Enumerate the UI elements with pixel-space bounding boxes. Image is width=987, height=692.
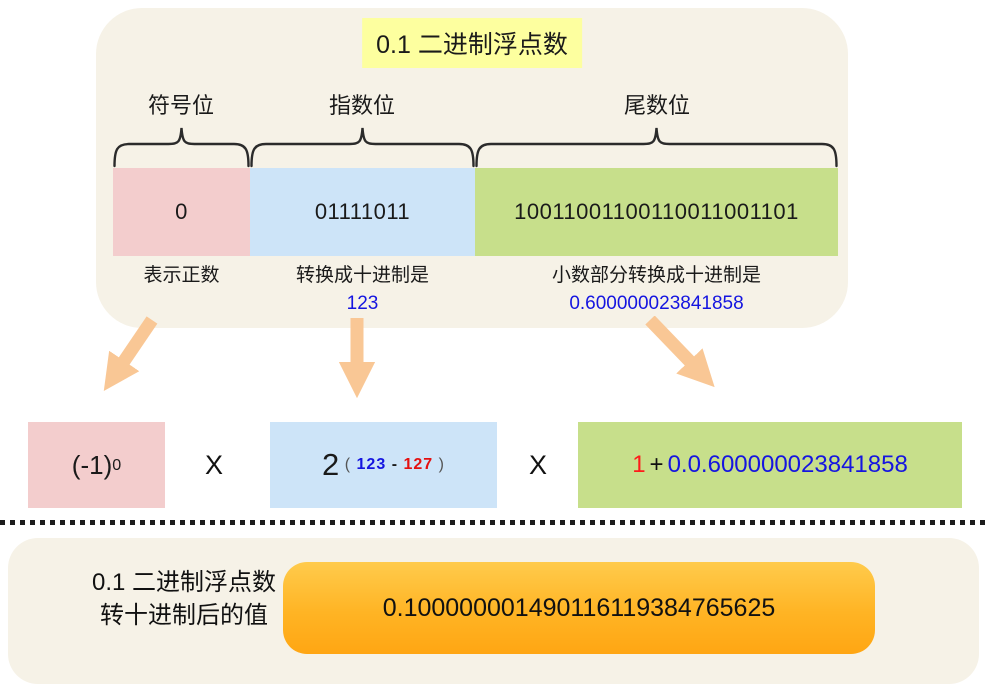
formula-mantissa-term: 1+0.0.600000023841858 — [578, 422, 962, 508]
result-value-box: 0.100000001490116119384765625 — [283, 562, 875, 654]
minus-sign: - — [391, 456, 399, 473]
exponent-term-bias: 127 — [403, 456, 434, 473]
exponent-caption: 转换成十进制是 123 — [250, 262, 475, 318]
exponent-term-base: 2 — [322, 447, 340, 482]
exponent-term-minuend: 123 — [356, 456, 387, 473]
mantissa-caption: 小数部分转换成十进制是 0.600000023841858 — [475, 262, 838, 318]
curly-brace-icon — [113, 127, 250, 168]
sign-caption: 表示正数 — [113, 262, 250, 290]
sign-bit-label: 符号位 — [147, 93, 215, 118]
mantissa-decimal-value: 0.600000023841858 — [569, 293, 744, 314]
open-paren: ( — [344, 456, 352, 473]
result-label-line2: 转十进制后的值 — [100, 602, 268, 629]
formula-sign-term: (-1)0 — [28, 422, 165, 508]
dotted-divider — [0, 520, 987, 525]
sign-term-exponent: 0 — [112, 455, 122, 474]
exponent-bit-label: 指数位 — [328, 93, 396, 118]
mantissa-bits-box: 10011001100110011001101 — [475, 168, 838, 256]
result-label: 0.1 二进制浮点数 转十进制后的值 — [44, 566, 324, 632]
result-panel: 0.1 二进制浮点数 转十进制后的值 0.1000000014901161193… — [8, 538, 979, 684]
mantissa-caption-text: 小数部分转换成十进制是 — [551, 265, 761, 286]
binary-representation-panel: 0.1 二进制浮点数 符号位 指数位 尾数位 0 01111011 100110… — [96, 8, 848, 328]
mantissa-fraction: 0.0.600000023841858 — [667, 451, 908, 478]
arrow-down-left-icon — [103, 316, 158, 392]
multiply-sign-1: X — [204, 449, 223, 480]
formula-exponent-term: 2 ( 123 - 127 ) — [270, 422, 497, 508]
exponent-decimal-value: 123 — [346, 293, 379, 314]
exponent-caption-text: 转换成十进制是 — [295, 265, 429, 286]
diagram-title: 0.1 二进制浮点数 — [362, 18, 582, 68]
result-label-line1: 0.1 二进制浮点数 — [91, 569, 277, 596]
flow-arrows — [103, 316, 715, 399]
close-paren: ) — [438, 456, 445, 473]
arrow-down-right-icon — [645, 316, 715, 388]
multiply-sign-2: X — [528, 449, 547, 480]
plus-sign: + — [649, 451, 664, 478]
sign-term-base: (-1) — [71, 449, 113, 480]
mantissa-bit-label: 尾数位 — [623, 93, 691, 118]
sign-caption-text: 表示正数 — [143, 265, 220, 286]
result-decimal-value: 0.100000001490116119384765625 — [382, 593, 776, 622]
curly-brace-icon — [250, 127, 475, 168]
exponent-bits-box: 01111011 — [250, 168, 475, 256]
curly-brace-icon — [475, 127, 838, 168]
sign-bits-box: 0 — [113, 168, 250, 256]
implicit-one: 1 — [632, 451, 646, 478]
